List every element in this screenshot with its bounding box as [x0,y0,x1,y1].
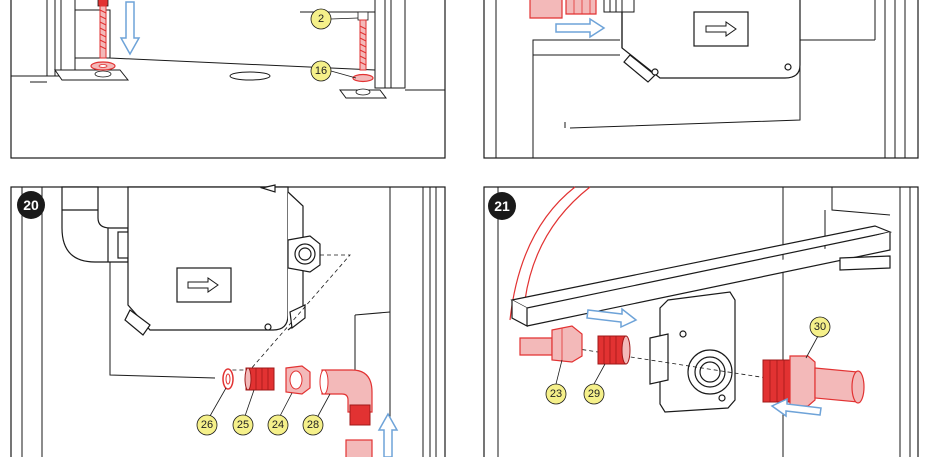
gland-nut [603,0,635,13]
svg-text:26: 26 [201,419,213,431]
step-badge: 21 [488,192,516,220]
svg-text:16: 16 [315,65,327,77]
callout-25: 25 [232,414,254,436]
flow-arrow [119,1,141,56]
junction-box [124,184,306,336]
svg-text:28: 28 [307,419,319,431]
threaded-nipple-part [597,335,631,365]
svg-text:2: 2 [318,13,324,25]
screw-icon [90,0,116,78]
frame-post-right [374,0,406,89]
mounting-rail [510,225,893,327]
svg-text:30: 30 [814,321,826,333]
callout-28: 28 [302,414,324,436]
callout-23: 23 [545,383,567,405]
svg-text:25: 25 [237,419,249,431]
cable-gland [287,235,321,273]
flow-arrow [377,412,399,457]
svg-text:23: 23 [550,388,562,400]
red-fitting [529,0,597,19]
nipple-part [244,367,275,391]
assembly-guide-line [230,254,351,371]
direction-arrow-label [176,267,232,303]
long-fitting-part [762,355,865,407]
elbow-part [319,369,373,457]
washer-part [222,368,234,390]
flow-arrow [555,17,606,39]
step-badge: 20 [17,191,45,219]
panel-top-left: 2 16 [10,0,446,159]
cabinet-frame [21,187,437,457]
svg-text:24: 24 [272,419,284,431]
panel-top-right [483,0,919,159]
callout-29: 29 [583,383,605,405]
hose-adapter-part [519,325,583,363]
leader-lines [555,335,819,385]
callout-16: 16 [310,60,332,82]
cabinet-frame [497,187,911,457]
panel-step-20: 20 26 25 24 28 [10,184,446,457]
foot-bracket-left [54,69,130,81]
svg-text:29: 29 [588,388,600,400]
svg-text:21: 21 [494,198,510,214]
leader-lines [209,387,331,417]
screw-icon [352,11,374,96]
callout-2: 2 [310,8,332,30]
bulkhead-fitting [649,291,736,413]
hex-nut-part [285,365,311,395]
panel-step-21: 21 23 29 30 [483,186,919,457]
callout-30: 30 [809,316,831,338]
svg-text:20: 20 [23,197,39,213]
floor-hole [229,71,271,81]
flow-arrow [770,397,822,418]
callout-24: 24 [267,414,289,436]
flow-arrow [586,307,638,329]
direction-arrow-label [693,11,749,47]
callout-26: 26 [196,414,218,436]
